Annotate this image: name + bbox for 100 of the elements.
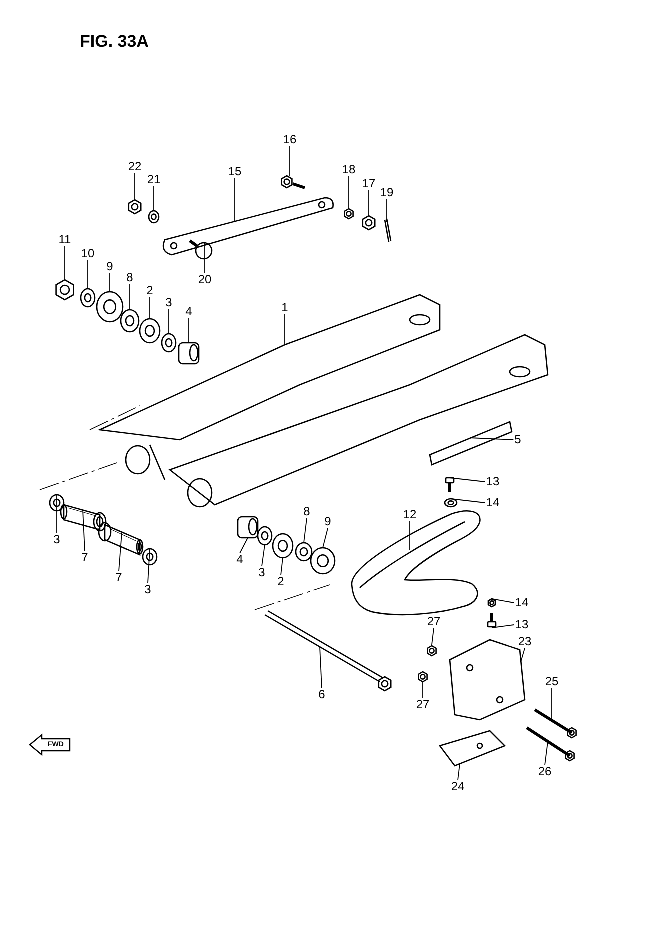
callout-number: 4 xyxy=(184,306,194,318)
collar-drawing xyxy=(139,318,161,344)
seal-drawing xyxy=(161,333,177,353)
leader-line xyxy=(304,518,308,544)
leader-line xyxy=(368,190,370,216)
callout-number: 3 xyxy=(164,296,174,310)
leader-line xyxy=(262,544,266,567)
callout-number: 13 xyxy=(485,476,501,488)
callout-number: 12 xyxy=(402,508,418,522)
callout-number: 3 xyxy=(144,584,152,596)
callout-number: 6 xyxy=(318,688,326,702)
bolt-drawing xyxy=(445,477,455,492)
nut-drawing xyxy=(344,208,354,220)
leader-line xyxy=(422,682,424,699)
callout-number: 7 xyxy=(80,552,90,564)
bolt-drawing xyxy=(534,708,577,739)
callout-number: 2 xyxy=(146,284,154,298)
guard-drawing xyxy=(438,730,506,767)
leader-line xyxy=(432,628,434,646)
callout-number: 8 xyxy=(302,506,312,518)
callout-number: 21 xyxy=(146,174,162,186)
callout-number: 14 xyxy=(485,496,501,510)
callout-number: 3 xyxy=(258,566,266,580)
callout-number: 17 xyxy=(361,178,377,190)
nut-drawing xyxy=(488,598,496,608)
nut-drawing xyxy=(56,279,74,301)
leader-line xyxy=(450,478,486,482)
callout-number: 27 xyxy=(426,616,442,628)
callout-number: 9 xyxy=(106,260,114,274)
callout-number: 11 xyxy=(58,234,72,246)
washer-drawing xyxy=(310,547,336,575)
washer-drawing xyxy=(444,498,458,508)
washer-drawing xyxy=(148,210,160,224)
bearing-drawing xyxy=(178,342,200,365)
callout-number: 14 xyxy=(514,596,530,610)
leader-line xyxy=(520,648,526,662)
leader-line xyxy=(492,624,515,628)
leader-line xyxy=(168,309,170,334)
washer-drawing xyxy=(96,291,124,323)
leader-line xyxy=(470,438,514,440)
callout-number: 7 xyxy=(114,572,124,584)
bolt-drawing xyxy=(487,613,497,628)
bolt-drawing xyxy=(526,726,575,762)
chain-guide-drawing xyxy=(351,510,481,616)
leader-line xyxy=(82,510,86,552)
leader-line xyxy=(280,558,284,576)
axle-drawing xyxy=(264,610,392,692)
callout-number: 3 xyxy=(52,534,62,546)
callout-number: 5 xyxy=(514,434,522,446)
callout-number: 16 xyxy=(282,134,298,146)
bearing-drawing xyxy=(237,516,259,539)
leader-line xyxy=(134,173,136,200)
seal-drawing xyxy=(142,548,158,566)
callout-number: 1 xyxy=(280,302,290,314)
callout-number: 15 xyxy=(227,166,243,178)
nut-drawing xyxy=(362,215,376,231)
collar-drawing xyxy=(272,533,294,559)
cotter-pin-drawing xyxy=(384,218,392,243)
seal-drawing xyxy=(257,526,273,546)
leader-line xyxy=(386,199,388,222)
callout-number: 13 xyxy=(514,618,530,632)
nut-drawing xyxy=(128,199,142,215)
leader-line xyxy=(320,646,322,689)
callout-number: 24 xyxy=(450,780,466,794)
callout-number: 18 xyxy=(341,164,357,176)
swingarm-drawing xyxy=(98,294,549,508)
leader-line xyxy=(64,246,66,280)
callout-number: 27 xyxy=(415,698,431,712)
pin-drawing xyxy=(189,240,213,260)
leader-line xyxy=(450,498,486,504)
bolt-drawing xyxy=(281,175,306,190)
figure-title: FIG. 33A xyxy=(80,32,149,52)
leader-line xyxy=(118,532,122,572)
leader-line xyxy=(492,598,515,604)
nut-drawing xyxy=(418,671,428,683)
leader-line xyxy=(204,242,206,274)
leader-line xyxy=(188,318,190,344)
callout-number: 20 xyxy=(197,274,213,286)
leader-line xyxy=(234,178,236,222)
callout-number: 2 xyxy=(276,576,286,588)
link-arm-drawing xyxy=(162,197,334,256)
nut-drawing xyxy=(427,645,437,657)
callout-number: 19 xyxy=(379,186,395,200)
leader-line xyxy=(322,528,328,548)
leader-line xyxy=(284,314,286,346)
callout-number: 25 xyxy=(544,676,560,688)
callout-number: 9 xyxy=(324,516,332,528)
leader-line xyxy=(56,494,58,534)
callout-number: 22 xyxy=(127,160,143,174)
callout-number: 8 xyxy=(126,272,134,284)
leader-line xyxy=(458,764,460,781)
leader-line xyxy=(240,538,248,554)
callout-number: 26 xyxy=(537,766,553,778)
leader-line xyxy=(544,742,548,766)
leader-line xyxy=(148,548,150,584)
leader-line xyxy=(348,176,350,210)
callout-number: 4 xyxy=(236,554,244,566)
washer-drawing xyxy=(80,288,96,308)
callout-number: 23 xyxy=(517,636,533,648)
callout-number: 10 xyxy=(80,248,96,260)
